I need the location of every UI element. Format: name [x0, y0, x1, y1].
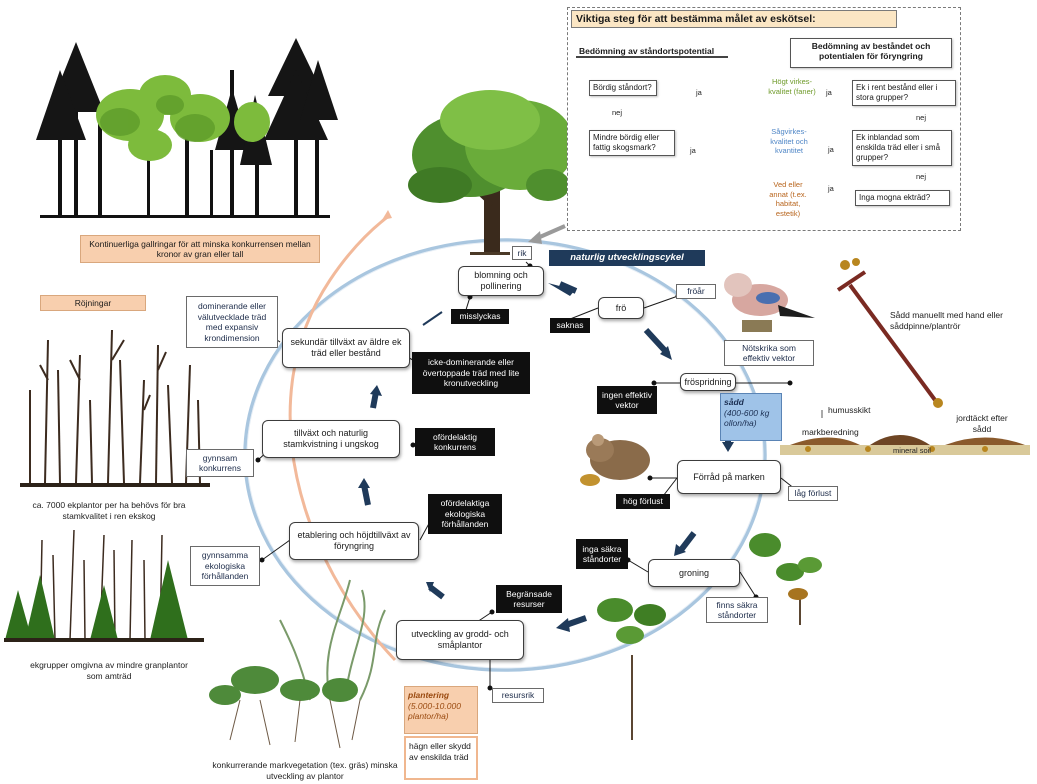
label-no-safe-sites: inga säkra ståndorter	[576, 539, 628, 569]
clearing-label: Röjningar	[40, 295, 146, 311]
key-nej-3: nej	[916, 172, 927, 181]
cycle-arrows	[358, 281, 734, 632]
key-ja-3: ja	[826, 88, 832, 97]
label-low-loss: låg förlust	[788, 486, 838, 501]
key-goal-saw: Sågvirkes-kvalitet och kvantitet	[770, 127, 808, 155]
oak-groups-illustration	[4, 529, 204, 642]
label-unfavorable-competition: ofördelaktig konkurrens	[415, 428, 495, 456]
sapling-stand-illustration	[29, 329, 201, 484]
key-ja-5: ja	[828, 184, 834, 193]
label-saknas: saknas	[550, 318, 590, 333]
label-limited-resources: Begränsade resurser	[496, 585, 562, 613]
key-ja-4: ja	[828, 145, 834, 154]
label-seed-year: fröår	[676, 284, 716, 299]
node-dispersal: fröspridning	[680, 373, 736, 391]
sowing-title: sådd	[724, 397, 744, 407]
sapling-ground	[20, 483, 210, 487]
label-suppressed-trees: icke-dominerande eller övertoppade träd …	[412, 352, 530, 394]
caption-oak-groups: ekgrupper omgivna av mindre granplantor …	[30, 660, 188, 681]
key-ja-1: ja	[696, 88, 702, 97]
sowing-tool-illustration	[836, 258, 943, 408]
label-safe-sites: finns säkra ståndorter	[706, 597, 768, 623]
fence-box: hägn eller skydd av enskilda träd	[404, 736, 478, 780]
key-q-poor: Mindre bördig eller fattig skogsmark?	[589, 130, 675, 156]
key-q-mature: Inga mogna ekträd?	[855, 190, 950, 206]
label-high-loss: hög förlust	[616, 494, 670, 509]
cycle-title-label: naturlig utvecklingscykel	[549, 250, 705, 266]
caption-manual-sowing: Sådd manuellt med hand eller sådd­pinne/…	[890, 310, 1003, 331]
thinning-label: Kontinuerliga gallringar för att minska …	[80, 235, 320, 263]
key-q-pure: Ek i rent bestånd eller i stora grupper?	[852, 80, 956, 106]
label-rik: rik	[512, 246, 532, 260]
jay-illustration	[724, 273, 815, 332]
node-bloom: blomning och pollinering	[458, 266, 544, 296]
caption-soil-cover: jordtäckt efter sådd	[956, 413, 1008, 434]
label-no-vector: ingen effektiv vektor	[597, 386, 657, 414]
key-goal-fuel: Ved eller annat (t.ex. habitat, estetik)	[769, 180, 807, 218]
node-secondary-growth: sekundär tillväxt av äldre ek träd eller…	[282, 328, 410, 368]
label-favorable-ecology: gynnsamma ekologiska förhållanden	[190, 546, 260, 586]
sowing-rate: (400-600 kg ollon/ha)	[724, 407, 770, 429]
mouse-illustration	[580, 434, 650, 486]
sowing-box: sådd (400-600 kg ollon/ha)	[720, 393, 782, 441]
key-nej-2: nej	[916, 113, 927, 122]
key-title: Viktiga steg för att bestämma målet av e…	[571, 10, 897, 28]
label-unfavorable-ecology: ofördelaktiga ekologiska förhållanden	[428, 494, 502, 534]
node-germination: groning	[648, 559, 740, 587]
caption-ground-vegetation: konkurrerande markvegetation (tex. gräs)…	[212, 760, 398, 781]
label-favorable-competition: gynnsam konkurrens	[186, 449, 254, 477]
node-young-growth: tillväxt och naturlig stamkvistning i un…	[262, 420, 400, 458]
label-resource-rich: resursrik	[492, 688, 544, 703]
seedling-illustrations	[597, 533, 822, 740]
key-nej-1: nej	[612, 108, 623, 117]
planting-rate: (5.000-10.000 plantor/ha)	[408, 700, 461, 722]
node-seed: frö	[598, 297, 644, 319]
caption-soil-prep: markberedning	[802, 427, 859, 437]
node-seedling-development: utveckling av grodd- och småplantor	[396, 620, 524, 660]
label-jay-vector: Nötskrika som effektiv vektor	[724, 340, 814, 366]
node-store: Förråd på marken	[677, 460, 781, 494]
ground-vegetation-illustration	[209, 579, 386, 749]
label-misslyckas: misslyckas	[451, 309, 509, 324]
caption-humus: humusskikt	[828, 405, 871, 415]
node-establishment: etablering och höjdtillväxt av föryngrin…	[289, 522, 419, 560]
label-dominant-trees: dominerande eller välutvecklade träd med…	[186, 296, 278, 348]
planting-box: plantering (5.000-10.000 plantor/ha)	[404, 686, 478, 734]
key-ja-2: ja	[690, 146, 696, 155]
key-q-mixed: Ek inblandad som enskilda träd eller i s…	[852, 130, 952, 166]
key-goal-veneer: Högt virkes-kvalitet (faner)	[768, 77, 816, 96]
soil-profile-illustration	[780, 435, 1030, 455]
oak-tree-illustration	[408, 90, 575, 255]
forest-illustration	[36, 38, 338, 218]
key-q-fertile: Bördig ståndort?	[589, 80, 657, 96]
key-stand-heading: Bedömning av beståndet och potentialen f…	[790, 38, 952, 68]
caption-plants-needed: ca. 7000 ekplantor per ha behövs för bra…	[32, 500, 186, 521]
planting-title: plantering	[408, 690, 450, 700]
caption-mineral-soil: mineral soil	[893, 446, 931, 455]
key-site-heading: Bedömning av ståndortspotential	[576, 44, 728, 58]
